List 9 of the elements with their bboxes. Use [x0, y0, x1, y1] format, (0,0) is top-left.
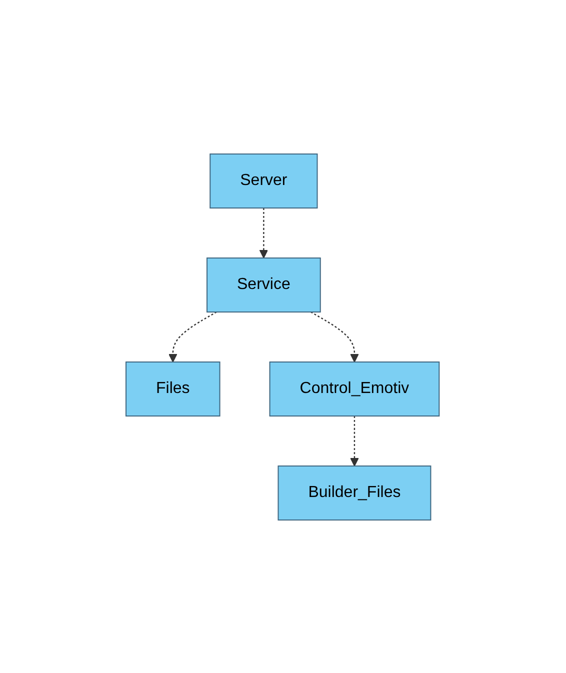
node-box: Builder_Files [278, 465, 432, 520]
arrow [260, 208, 268, 258]
node-box: Server [210, 153, 318, 208]
arrow [310, 310, 360, 362]
arrow [168, 310, 218, 362]
node-box: Service [206, 257, 322, 312]
node-box: Control_Emotiv [270, 361, 440, 416]
node-box: Files [126, 361, 221, 416]
arrow [350, 416, 360, 466]
